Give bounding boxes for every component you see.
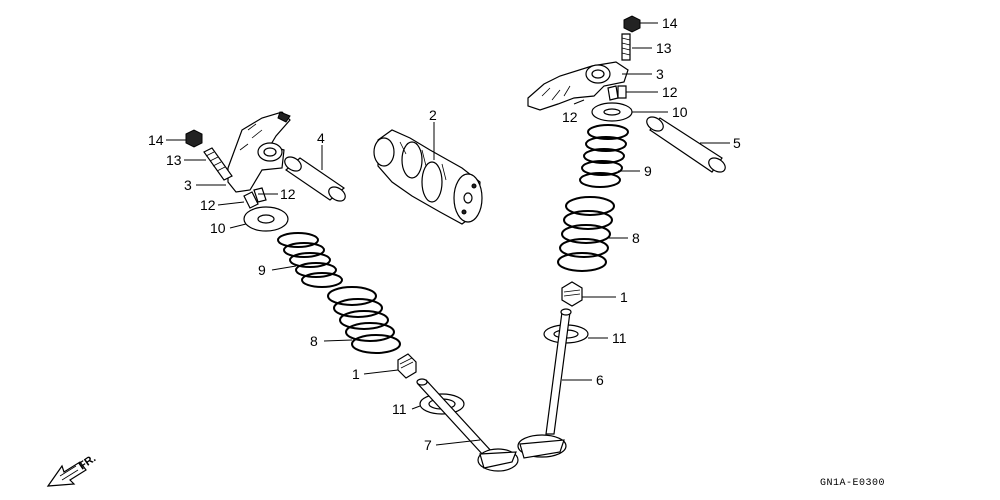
left-valve-stem-seal [397, 353, 417, 379]
left-valve [416, 378, 519, 472]
callout-1-left: 1 [352, 366, 360, 382]
callout-12-right-upper: 12 [662, 84, 678, 100]
callout-8-right: 8 [632, 230, 640, 246]
camshaft [373, 129, 483, 225]
callout-3-left: 3 [184, 177, 192, 193]
diagram-reference-code: GN1A-E0300 [820, 478, 885, 489]
leader-lines [166, 22, 730, 446]
left-spring-retainer [243, 206, 289, 232]
callout-labels: 14 13 3 12 12 10 4 2 9 8 1 11 7 14 13 3 … [148, 15, 741, 453]
callout-2: 2 [429, 107, 437, 123]
right-valve-stem-seal [561, 281, 583, 307]
left-valve-cotters [243, 187, 267, 209]
left-rocker-arm [227, 111, 291, 193]
callout-14-right: 14 [662, 15, 678, 31]
left-lock-nut [185, 129, 203, 148]
callout-6: 6 [596, 372, 604, 388]
callout-4: 4 [317, 130, 325, 146]
left-outer-valve-spring [327, 286, 401, 354]
callout-13-right: 13 [656, 40, 672, 56]
front-direction-indicator: FR. [46, 452, 98, 487]
right-rocker-shaft [646, 116, 726, 173]
callout-1-right: 1 [620, 289, 628, 305]
callout-13-left: 13 [166, 152, 182, 168]
right-outer-valve-spring [557, 196, 615, 272]
callout-12-left-upper: 12 [280, 186, 296, 202]
callout-11-left: 11 [392, 401, 407, 417]
right-adjuster-screw [621, 33, 631, 61]
callout-9-left: 9 [258, 262, 266, 278]
callout-8-left: 8 [310, 333, 318, 349]
right-valve-cotters [607, 85, 627, 101]
right-spring-retainer [591, 102, 633, 122]
callout-9-right: 9 [644, 163, 652, 179]
callout-12-left-lower: 12 [200, 197, 216, 213]
left-adjuster-screw [203, 147, 233, 181]
callout-10-left: 10 [210, 220, 226, 236]
callout-7: 7 [424, 437, 432, 453]
left-inner-valve-spring [277, 232, 343, 288]
left-rocker-shaft [284, 156, 346, 202]
callout-14-left: 14 [148, 132, 164, 148]
callout-5: 5 [733, 135, 741, 151]
right-rocker-arm [527, 61, 629, 111]
callout-11-right: 11 [612, 330, 627, 346]
right-lock-nut [623, 15, 641, 33]
callout-10-right: 10 [672, 104, 688, 120]
callout-12-right-lower: 12 [562, 109, 578, 125]
callout-3-right: 3 [656, 66, 664, 82]
front-arrow-icon [46, 461, 87, 487]
right-inner-valve-spring [579, 124, 629, 188]
right-valve [517, 308, 572, 459]
